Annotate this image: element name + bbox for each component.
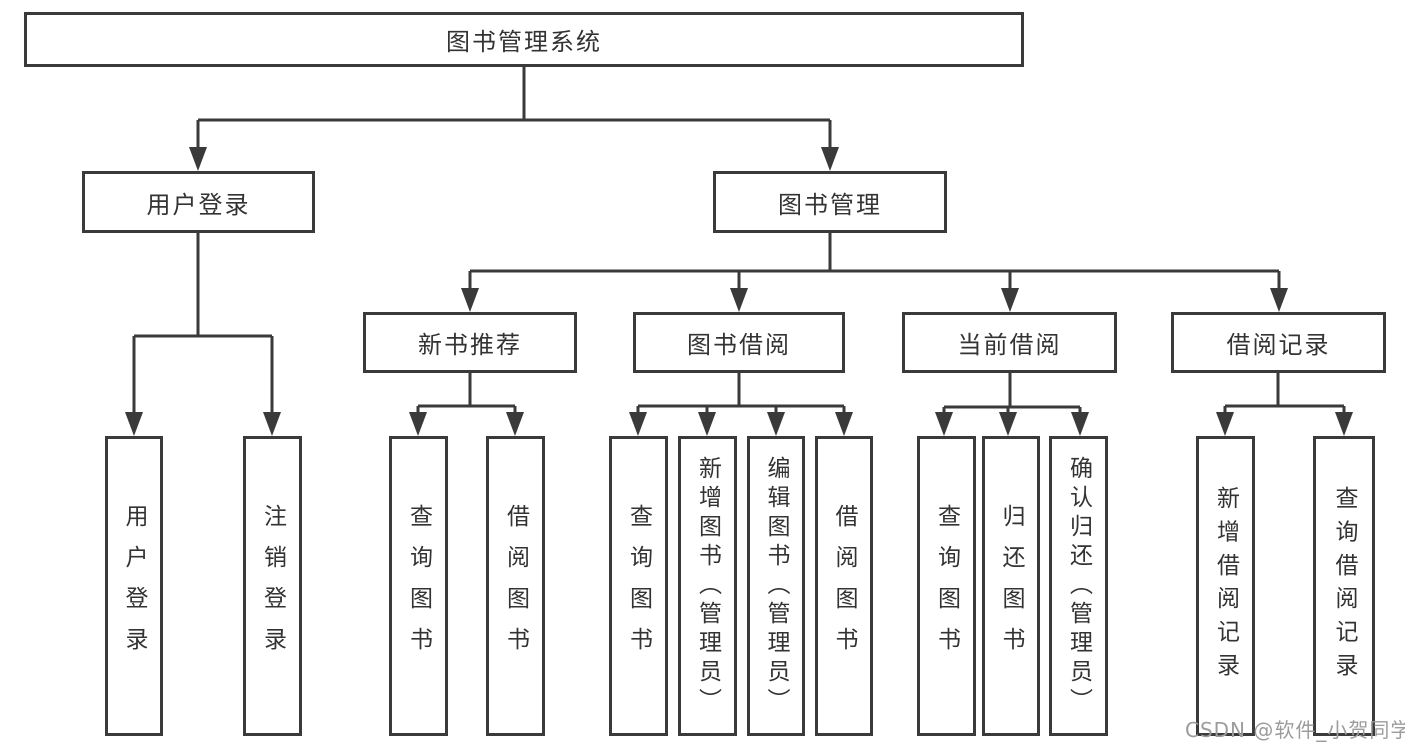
leaf-query-books-3: 查询图书 — [917, 436, 976, 736]
node-new-book-recommend: 新书推荐 — [363, 312, 577, 373]
leaf-return-books: 归还图书 — [982, 436, 1040, 736]
node-new-book-recommend-label: 新书推荐 — [418, 331, 522, 359]
leaf-add-borrow-record: 新增借阅记录 — [1196, 436, 1255, 736]
arrow-down-icon — [821, 147, 839, 171]
leaf-query-books-1-label: 查询图书 — [405, 504, 432, 668]
arrow-down-icon — [698, 412, 716, 436]
node-book-borrow-label: 图书借阅 — [687, 331, 791, 359]
arrow-down-icon — [461, 288, 479, 312]
leaf-query-borrow-record-label: 查询借阅记录 — [1331, 486, 1357, 686]
node-borrow-records: 借阅记录 — [1171, 312, 1386, 373]
arrow-down-icon — [835, 412, 853, 436]
arrow-down-icon — [1270, 288, 1288, 312]
leaf-borrow-books-1: 借阅图书 — [486, 436, 545, 736]
arrow-down-icon — [629, 412, 647, 436]
leaf-query-books-2-label: 查询图书 — [625, 504, 652, 668]
leaf-borrow-books-2-label: 借阅图书 — [831, 504, 857, 668]
arrow-down-icon — [125, 412, 143, 436]
node-library-system: 图书管理系统 — [24, 12, 1024, 67]
node-user-login: 用户登录 — [82, 171, 315, 233]
leaf-query-books-1: 查询图书 — [389, 436, 448, 736]
leaf-borrow-books-2: 借阅图书 — [815, 436, 873, 736]
leaf-query-borrow-record: 查询借阅记录 — [1313, 436, 1375, 736]
node-current-borrow-label: 当前借阅 — [957, 331, 1062, 359]
arrow-down-icon — [506, 412, 524, 436]
leaf-confirm-return-admin-label: 确认归还（管理员） — [1065, 455, 1092, 717]
leaf-user-login: 用户登录 — [105, 436, 163, 736]
arrow-down-icon — [999, 412, 1017, 436]
leaf-add-borrow-record-label: 新增借阅记录 — [1212, 486, 1239, 686]
leaf-edit-books-admin: 编辑图书（管理员） — [747, 436, 805, 736]
leaf-query-books-2: 查询图书 — [609, 436, 668, 736]
node-book-management: 图书管理 — [713, 171, 947, 233]
leaf-confirm-return-admin: 确认归还（管理员） — [1049, 436, 1108, 736]
node-borrow-records-label: 借阅记录 — [1226, 331, 1331, 359]
arrow-down-icon — [189, 147, 207, 171]
node-book-borrow: 图书借阅 — [633, 312, 845, 373]
csdn-watermark: CSDN @软件_小贺同学 — [1185, 718, 1405, 742]
arrow-down-icon — [935, 412, 953, 436]
arrow-down-icon — [1071, 412, 1089, 436]
arrow-down-icon — [767, 412, 785, 436]
leaf-logout-label: 注销登录 — [259, 504, 286, 668]
leaf-user-login-label: 用户登录 — [121, 504, 147, 668]
arrow-down-icon — [730, 288, 748, 312]
arrow-down-icon — [263, 412, 281, 436]
leaf-query-books-3-label: 查询图书 — [933, 504, 960, 668]
leaf-add-books-admin-label: 新增图书（管理员） — [694, 455, 721, 717]
leaf-borrow-books-1-label: 借阅图书 — [502, 504, 529, 668]
leaf-edit-books-admin-label: 编辑图书（管理员） — [763, 455, 789, 717]
arrow-down-icon — [409, 412, 427, 436]
node-user-login-label: 用户登录 — [146, 190, 251, 219]
arrow-down-icon — [1335, 412, 1353, 436]
leaf-add-books-admin: 新增图书（管理员） — [678, 436, 737, 736]
arrow-down-icon — [1216, 412, 1234, 436]
node-book-management-label: 图书管理 — [778, 190, 882, 219]
leaf-logout: 注销登录 — [243, 436, 302, 736]
node-current-borrow: 当前借阅 — [902, 312, 1117, 373]
leaf-return-books-label: 归还图书 — [998, 504, 1024, 668]
arrow-down-icon — [1001, 288, 1019, 312]
node-library-system-label: 图书管理系统 — [446, 28, 602, 56]
